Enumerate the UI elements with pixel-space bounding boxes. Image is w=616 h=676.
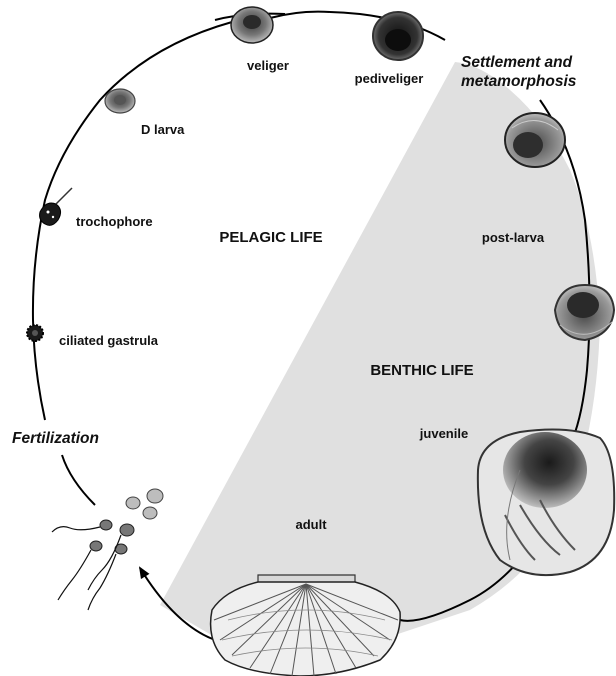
label-post-larva: post-larva [482, 230, 545, 245]
label-settlement-line1: Settlement and [461, 54, 573, 71]
label-veliger: veliger [247, 58, 289, 73]
label-trochophore: trochophore [76, 214, 153, 229]
label-benthic-life: BENTHIC LIFE [370, 362, 473, 379]
juvenile-image [478, 430, 614, 576]
settlement-shell-image [505, 113, 565, 167]
label-adult: adult [295, 517, 327, 532]
label-fertilization: Fertilization [12, 430, 99, 447]
egg-cells [126, 489, 163, 519]
ciliated-gastrula-image [27, 325, 43, 341]
trochophore-image [40, 188, 72, 225]
label-ciliated-gastrula: ciliated gastrula [59, 333, 159, 348]
veliger-image [231, 7, 273, 43]
pediveliger-image [373, 12, 423, 60]
d-larva-image [105, 89, 135, 113]
post-larva-image [555, 285, 614, 340]
label-settlement-line2: metamorphosis [461, 73, 577, 90]
label-d-larva: D larva [141, 122, 185, 137]
label-pelagic-life: PELAGIC LIFE [219, 229, 322, 246]
sperm-cells [52, 520, 134, 610]
adult-scallop-image [211, 575, 401, 676]
label-pediveliger: pediveliger [355, 71, 424, 86]
label-juvenile: juvenile [419, 426, 468, 441]
